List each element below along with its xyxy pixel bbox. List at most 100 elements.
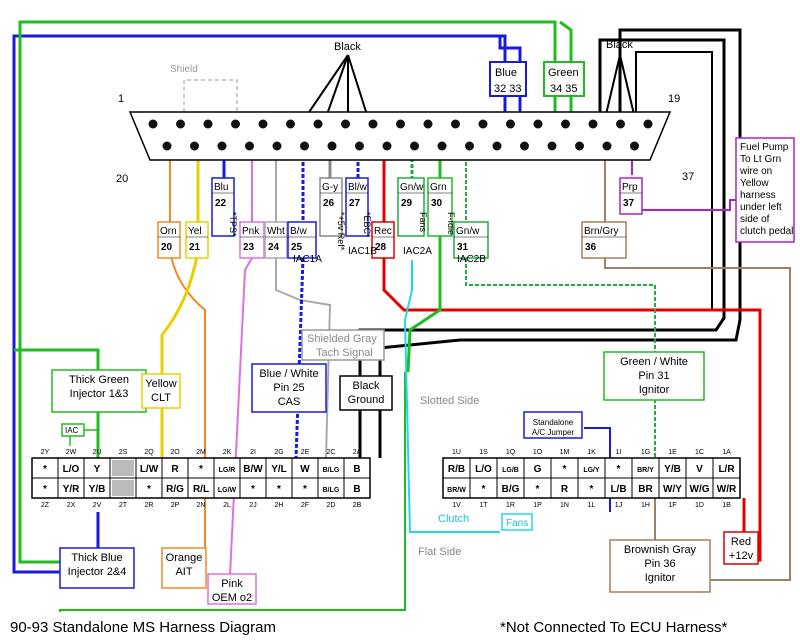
wire-color-label: Rec <box>374 226 392 237</box>
connector-pin-id: 2M <box>196 449 206 456</box>
standalone-ac-box <box>523 411 583 439</box>
connector-cavity-label: * <box>277 484 281 495</box>
connector-pin-id: 2H <box>275 502 284 509</box>
connector-cavity-label: * <box>563 464 567 475</box>
connector-pin-id: 2P <box>171 502 180 509</box>
iac2b-label: IAC2B <box>457 254 486 265</box>
db37-pin <box>368 119 378 129</box>
black-ground-line: Ground <box>348 394 385 406</box>
db37-pin <box>437 141 447 151</box>
connector-cavity-label: B/LG <box>323 487 340 494</box>
connector-pin-id: 2G <box>274 449 283 456</box>
connector-pin-id: 2Z <box>41 502 50 509</box>
wire-pin-label: 37 <box>623 198 635 209</box>
green-white-box <box>603 351 705 401</box>
connector-pin-id: 1J <box>615 502 622 509</box>
connector-pin-id: 2S <box>119 449 128 456</box>
wire-pin-label: 20 <box>161 242 173 253</box>
db37-pin <box>602 141 612 151</box>
connector-cavity-label: R/B <box>448 464 465 475</box>
connector-pin-id: 2O <box>170 449 180 456</box>
thick-blue-box <box>59 547 135 589</box>
slotted-side-label: Slotted Side <box>420 395 479 407</box>
wire-labels: Orn20Yel21Blu22*TPS*Pnk23Wht24B/w25G-y26… <box>157 177 643 259</box>
connector-cavity-label: Y/L <box>271 464 287 475</box>
wire-pin-label: 29 <box>401 198 413 209</box>
connector-pin-id: 2R <box>145 502 154 509</box>
wire-pin-label: 23 <box>243 242 255 253</box>
flat-side-label: Flat Side <box>418 546 461 558</box>
db37-pin <box>176 119 185 129</box>
pink-oem-line: OEM o2 <box>212 592 252 604</box>
connector-pin-id: 2N <box>197 502 206 509</box>
blue-top-line1: Blue <box>495 67 517 79</box>
wire-pin-label: 27 <box>349 198 361 209</box>
db37-pin <box>478 119 488 129</box>
db37-pin <box>575 141 584 151</box>
connector-pin-id: 2B <box>353 502 362 509</box>
db37-pin <box>547 141 557 151</box>
connector-pin-id: 1F <box>668 502 676 509</box>
db37-pin <box>148 119 158 129</box>
db37-pin <box>245 141 254 151</box>
connector-cavity-label: R/L <box>193 484 209 495</box>
connector-cavity-label: LG/R <box>219 467 236 474</box>
connector-cavity-label: B/W <box>243 464 263 475</box>
db37-pin <box>465 141 474 151</box>
connector-cavity-label: L/O <box>63 464 80 475</box>
connector-cavity-label: L/B <box>610 484 626 495</box>
black-star-1 <box>289 54 376 141</box>
wire-label-box <box>185 221 209 259</box>
wire-color-label: Yel <box>188 226 202 237</box>
wire-label-box <box>427 177 453 237</box>
connector-cavity-label: * <box>147 484 151 495</box>
db37-pin <box>630 141 639 151</box>
db37-pin <box>272 141 282 151</box>
wire-color-label: Gn/w <box>400 182 424 193</box>
db37-pin <box>162 141 172 151</box>
green-top-line1: Green <box>548 67 579 79</box>
wire-color-label: Grn <box>430 182 447 193</box>
db37-connector-shell <box>128 111 672 161</box>
connector-cavity-label: * <box>482 484 486 495</box>
diagram-title: 90-93 Standalone MS Harness Diagram <box>10 619 276 636</box>
fuel-pump-line: clutch pedal <box>740 226 793 237</box>
fuel-pump-line: Yellow <box>740 178 769 189</box>
fuel-pump-box <box>735 137 795 243</box>
green-white-line: Green / White <box>620 356 688 368</box>
pink-wire <box>229 150 253 576</box>
pink-oem-box <box>207 573 257 605</box>
red-12v-box <box>723 531 759 565</box>
connector-cavity-label: R/G <box>166 484 184 495</box>
connector-cavity-label: LG/W <box>218 487 237 494</box>
yellow-clt-line: CLT <box>151 392 171 404</box>
db37-pin <box>451 119 460 129</box>
wire-color-label: Brn/Gry <box>584 226 618 237</box>
wire-function-label: *+5v Ref* <box>336 212 346 251</box>
connector-pin-id: 1B <box>722 502 731 509</box>
wire-label-box <box>371 221 395 259</box>
wire-color-label: Orn <box>160 226 177 237</box>
wire-color-label: Pnk <box>242 226 260 237</box>
connector-cavity-label: * <box>251 484 255 495</box>
pin20-label: 20 <box>116 173 128 185</box>
wire-color-label: Prp <box>622 182 638 193</box>
connector-cavity-label: LG/B <box>502 467 519 474</box>
connector-pin-id: 1U <box>452 449 461 456</box>
fuel-pump-line: To Lt Grn <box>740 154 781 165</box>
wire-label-box <box>211 177 235 237</box>
connector-cavity-label: V <box>696 464 703 475</box>
connector-pin-id: 2Y <box>41 449 50 456</box>
wire-pin-label: 36 <box>585 242 597 253</box>
brownish-gray-box <box>609 539 711 593</box>
orange-ait-line: AIT <box>175 566 192 578</box>
black-ground-box <box>339 375 393 411</box>
green-bottom-wire <box>59 372 406 612</box>
wire-function-label: *EBC* <box>362 212 372 238</box>
shielded-gray-label: Shielded Gray <box>307 333 377 345</box>
db37-pin <box>327 141 337 151</box>
connector-pin-id: 1S <box>479 449 488 456</box>
connector-pin-id: 1H <box>641 502 650 509</box>
wire-color-label: Bl/w <box>348 182 368 193</box>
connector-pin-id: 1G <box>641 449 650 456</box>
